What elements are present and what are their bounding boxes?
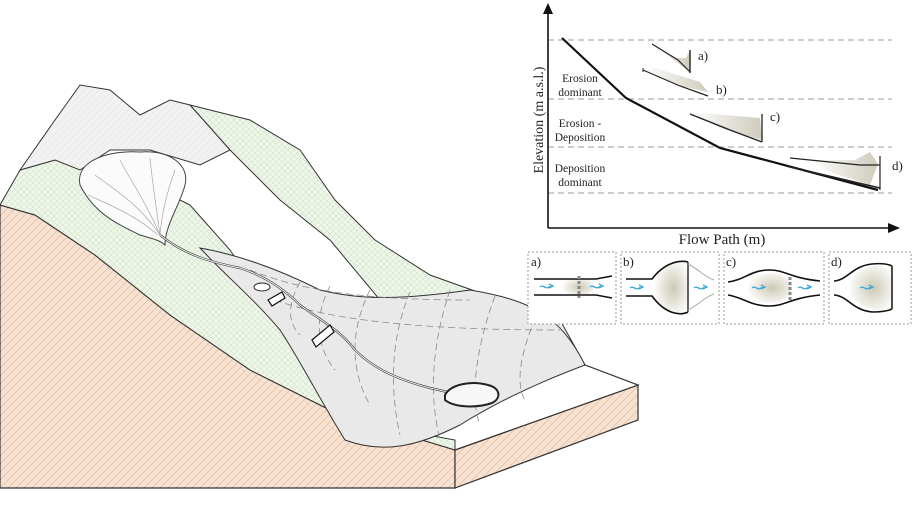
plan-label-d: d) [831,254,842,269]
plan-panel-a: a) [527,251,617,325]
profile-inset-d: d) [785,152,903,190]
y-axis-label: Elevation (m a.s.l.) [532,66,547,173]
plan-label-b: b) [623,254,634,269]
elevation-profile-chart: Elevation (m a.s.l.) Flow Path (m) Erosi… [532,3,903,248]
profile-label-a: a) [698,48,708,63]
plan-panel-b: b) [620,251,720,325]
x-axis-label: Flow Path (m) [679,232,766,248]
zone-label-3a: Deposition [555,163,606,175]
profile-label-b: b) [716,82,727,97]
profile-label-c: c) [770,109,780,124]
zone-label-3b: dominant [558,177,602,189]
fan-contours [249,269,561,441]
main-channel-inner [159,234,471,399]
basin-drainage [87,157,176,236]
profile-label-d: d) [892,158,903,173]
profile-inset-c: c) [689,109,780,143]
retention-pond-upper [253,282,271,292]
plan-label-a: a) [531,254,541,269]
profile-inset-a: a) [651,43,708,73]
zone-label-2a: Erosion - [559,118,602,130]
zone-label-2b: Deposition [555,132,606,144]
zone-label-1a: Erosion [562,73,598,85]
terrain-block [0,84,640,489]
plan-label-c: c) [726,254,736,269]
source-basin [79,151,187,247]
y-axis-arrow [543,3,553,14]
zone-label-1b: dominant [558,87,602,99]
check-dam-lower [311,324,335,348]
profile-inset-b: b) [642,68,727,97]
plan-panel-c: c) [723,251,825,325]
plan-view-panels: a) b) c) [527,251,912,325]
deposition-basin [444,382,500,408]
check-dam-upper [267,291,286,307]
x-axis-arrow [888,223,900,233]
plan-panel-d: d) [828,251,912,325]
